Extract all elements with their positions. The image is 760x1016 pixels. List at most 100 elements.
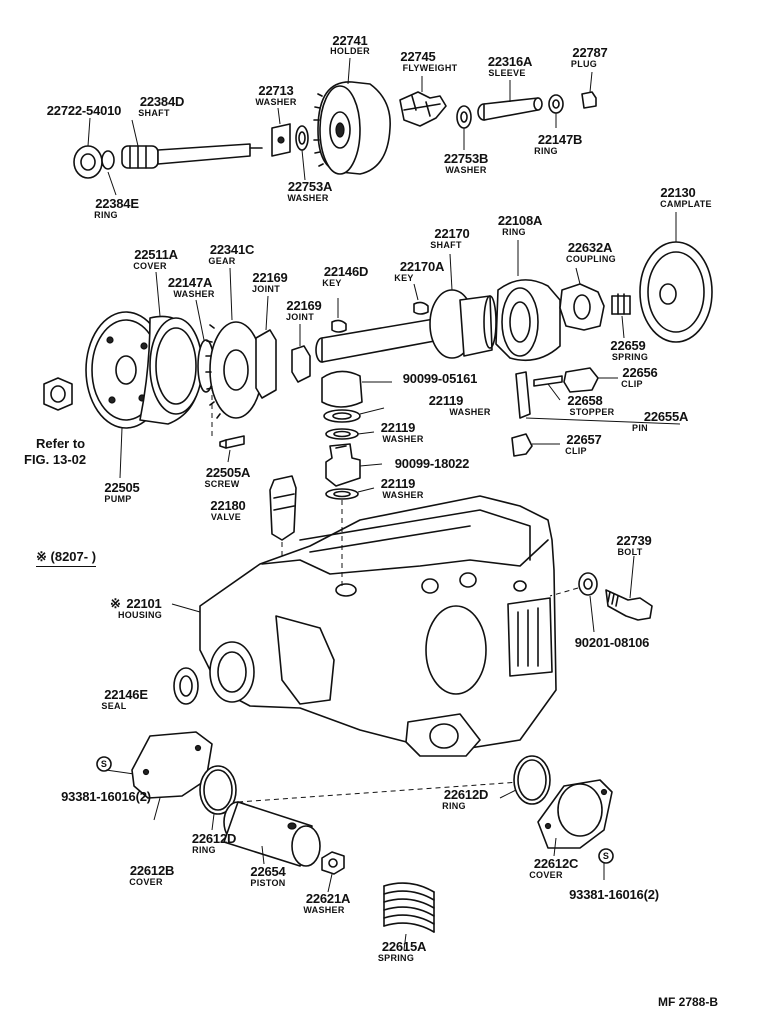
label-22170a: 22170A — [399, 259, 445, 274]
label-washer-22753b: WASHER — [445, 165, 487, 175]
refer-line-2: FIG. 13-02 — [24, 452, 87, 467]
label-ring-22108a: RING — [502, 227, 526, 237]
label-22739: 22739 — [616, 533, 652, 548]
label-joint-b: JOINT — [285, 312, 315, 322]
label-22505: 22505 — [104, 480, 140, 495]
gear-22341c — [205, 321, 263, 419]
label-clip-22657: CLIP — [565, 446, 587, 456]
label-22101: 22101 — [126, 596, 162, 611]
key-22170a — [413, 301, 429, 315]
label-spring-22659: SPRING — [611, 352, 649, 362]
label-22169-a: 22169 — [252, 270, 288, 285]
stopper-22658 — [533, 375, 563, 387]
label-22615a: 22615A — [381, 939, 427, 954]
label-washer-22119-c: WASHER — [382, 490, 424, 500]
label-bolt: BOLT — [617, 547, 643, 557]
label-22108a: 22108A — [497, 213, 543, 228]
cover-22511a — [139, 315, 203, 425]
holder-22741 — [313, 81, 391, 175]
label-ring-22147b: RING — [534, 146, 558, 156]
label-22316a: 22316A — [487, 54, 533, 69]
spring-22659 — [611, 293, 631, 315]
label-key-22146d: KEY — [322, 278, 342, 288]
label-22119-b: 22119 — [380, 420, 416, 435]
spring-22615a — [383, 882, 435, 933]
ring-22612d-right — [513, 755, 551, 805]
label-22659: 22659 — [610, 338, 646, 353]
label-22146d: 22146D — [323, 264, 369, 279]
bolt-22739 — [605, 589, 653, 621]
piston-22654 — [223, 801, 321, 867]
label-washer-22621a: WASHER — [303, 905, 345, 915]
label-22119-a: 22119 — [428, 393, 464, 408]
washer-22119-c — [325, 488, 359, 500]
label-stopper: STOPPER — [569, 407, 615, 417]
s-mark-left-text: S — [100, 759, 108, 769]
label-shaft-top: SHAFT — [138, 108, 170, 118]
label-22657: 22657 — [566, 432, 602, 447]
serial-note: ※ (8207- ) — [36, 549, 97, 567]
pin-22655a — [515, 371, 531, 419]
label-washer-22119-a: WASHER — [449, 407, 491, 417]
screw-22505a — [219, 435, 245, 449]
label-washer-22147a: WASHER — [173, 289, 215, 299]
label-pump: PUMP — [104, 494, 132, 504]
label-sleeve: SLEEVE — [488, 68, 526, 78]
label-22612c: 22612C — [533, 856, 579, 871]
figure-code: MF 2788-B — [658, 995, 719, 1009]
label-housing-asterisk: ※ — [110, 596, 121, 611]
label-pin: PIN — [632, 423, 648, 433]
label-22612d-right: 22612D — [443, 787, 489, 802]
label-22384d: 22384D — [139, 94, 185, 109]
label-22147b: 22147B — [537, 132, 583, 147]
housing-22101 — [199, 495, 557, 757]
label-flyweight: FLYWEIGHT — [402, 63, 458, 73]
joint-22169 — [291, 345, 311, 383]
label-22130: 22130 — [660, 185, 696, 200]
seal-22146e — [173, 667, 199, 705]
clip-22656 — [563, 367, 599, 393]
label-key-22170a: KEY — [394, 273, 414, 283]
s-mark-right — [598, 848, 614, 864]
shaft-22170 — [315, 289, 497, 363]
label-22632a: 22632A — [567, 240, 613, 255]
s-mark-left — [96, 756, 112, 772]
label-22741: 22741 — [332, 33, 368, 48]
valve-22180 — [269, 475, 297, 541]
fitting-90099-18022 — [325, 443, 361, 487]
label-22341c: 22341C — [209, 242, 255, 257]
camplate-22130 — [639, 241, 713, 343]
joint-22169-gear — [255, 329, 277, 399]
label-22713: 22713 — [258, 83, 294, 98]
label-22147a: 22147A — [167, 275, 213, 290]
label-22745: 22745 — [400, 49, 436, 64]
sleeve-22316a — [477, 97, 543, 121]
washer-22621a — [321, 851, 345, 875]
label-22722-54010: 22722-54010 — [46, 103, 122, 118]
label-housing: HOUSING — [117, 610, 163, 620]
label-90099-05161: 90099-05161 — [402, 371, 478, 386]
shaft-22384d — [121, 143, 263, 169]
washer-22713 — [271, 123, 291, 157]
label-22170: 22170 — [434, 226, 470, 241]
label-22612b: 22612B — [129, 863, 175, 878]
label-22787: 22787 — [572, 45, 608, 60]
label-22384e: 22384E — [95, 196, 139, 211]
label-piston: PISTON — [250, 878, 286, 888]
plug-90099-05161 — [321, 370, 363, 408]
label-22119-c: 22119 — [380, 476, 416, 491]
label-22505a: 22505A — [205, 465, 251, 480]
label-washer-22753a: WASHER — [287, 193, 329, 203]
label-22655a: 22655A — [643, 409, 689, 424]
plug-22787 — [581, 91, 597, 109]
label-cover-22612b: COVER — [129, 877, 163, 887]
label-screw: SCREW — [204, 479, 240, 489]
label-seal: SEAL — [101, 701, 127, 711]
label-93381-16016-right: 93381-16016(2) — [569, 887, 659, 902]
label-22656: 22656 — [622, 365, 658, 380]
washer-22753a — [295, 125, 309, 151]
label-ring-22384e: RING — [94, 210, 118, 220]
ring-22612d-left — [199, 765, 237, 815]
s-mark-right-text: S — [602, 851, 610, 861]
